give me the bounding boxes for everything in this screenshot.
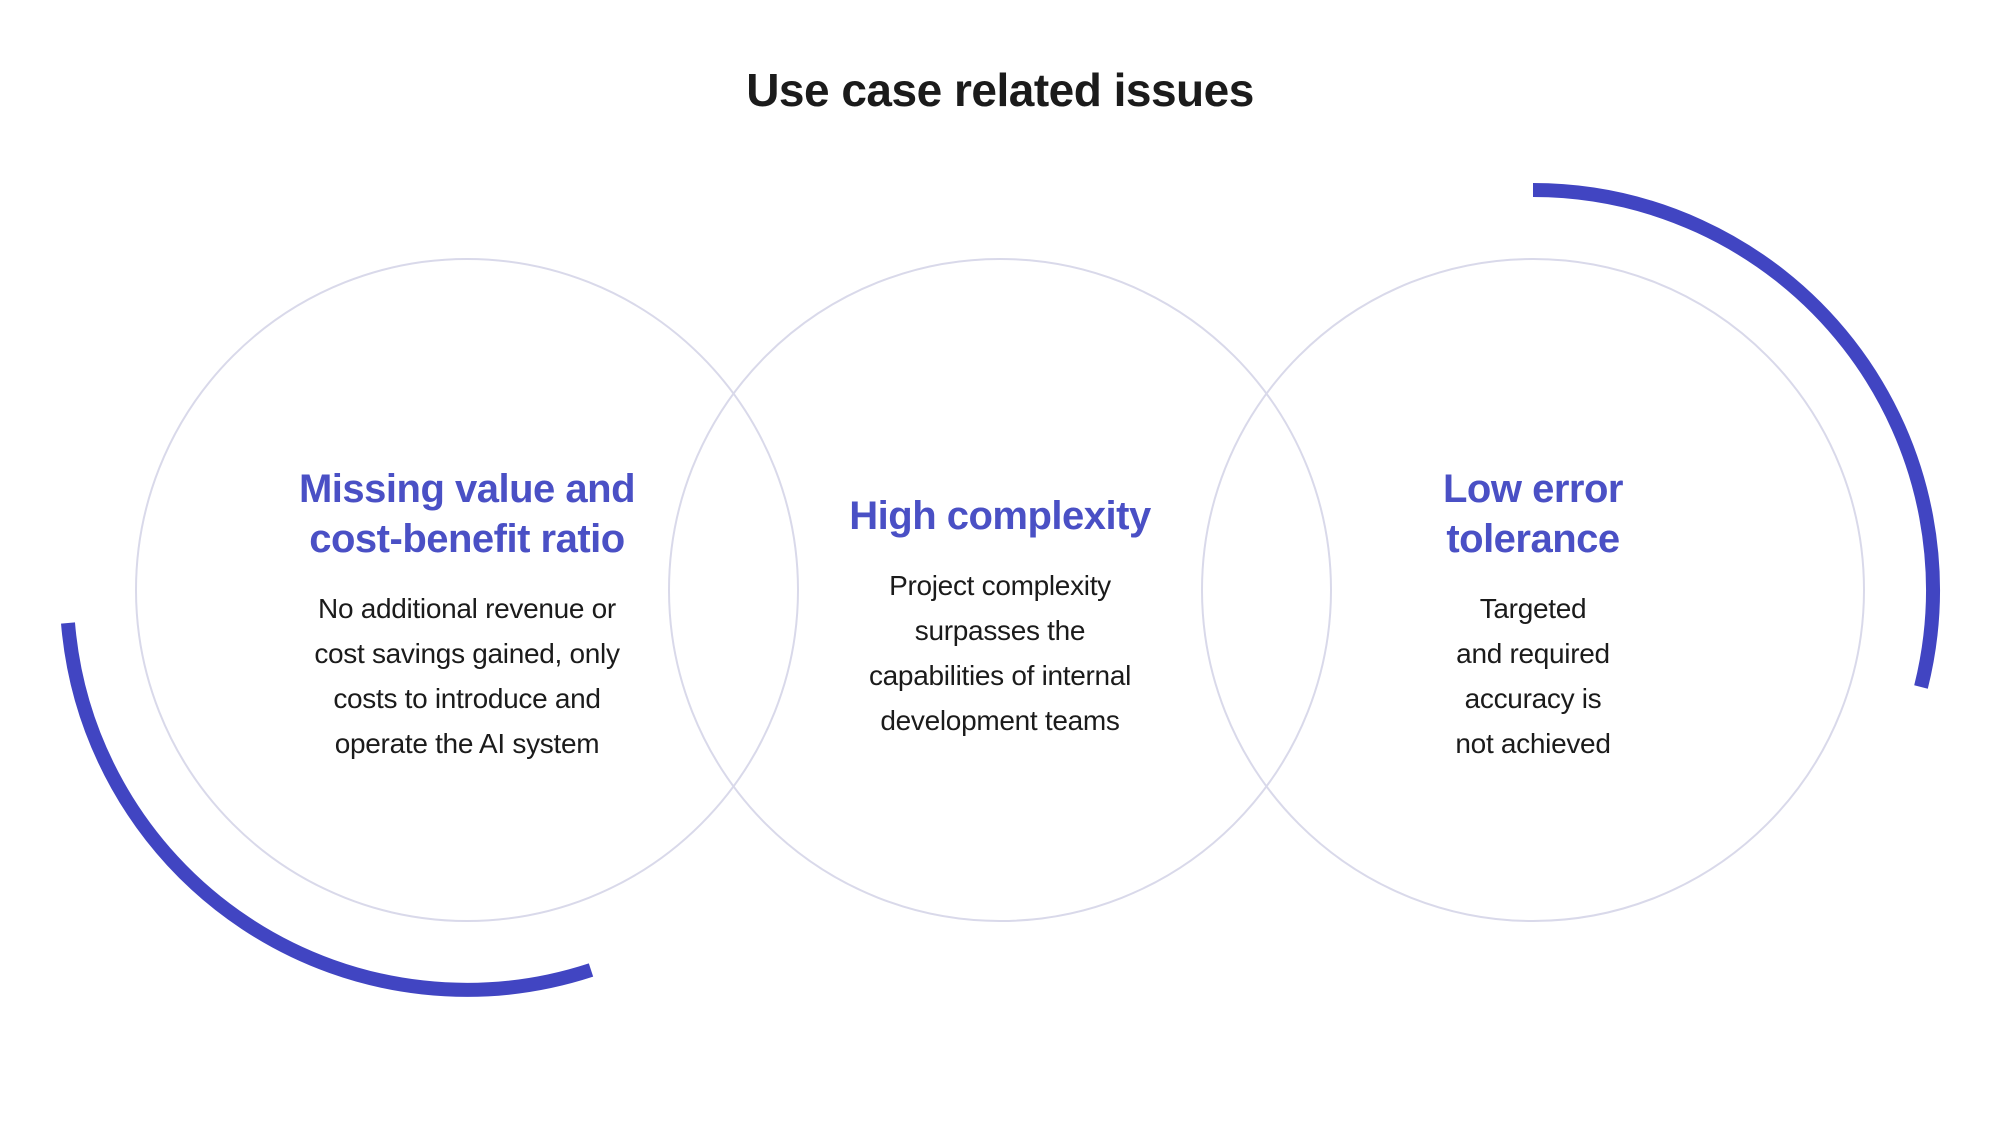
- text-line: Low error: [1203, 464, 1863, 514]
- text-line: accuracy is: [1203, 676, 1863, 721]
- text-line: Targeted: [1203, 586, 1863, 631]
- circle-body: Targetedand requiredaccuracy isnot achie…: [1203, 586, 1863, 766]
- circle-content: Low errortolerance Targetedand requireda…: [1203, 464, 1863, 766]
- issue-circle-low-error-tolerance: Low errortolerance Targetedand requireda…: [1201, 258, 1865, 922]
- circle-heading: Low errortolerance: [1203, 464, 1863, 564]
- text-line: tolerance: [1203, 514, 1863, 564]
- text-line: and required: [1203, 631, 1863, 676]
- text-line: not achieved: [1203, 721, 1863, 766]
